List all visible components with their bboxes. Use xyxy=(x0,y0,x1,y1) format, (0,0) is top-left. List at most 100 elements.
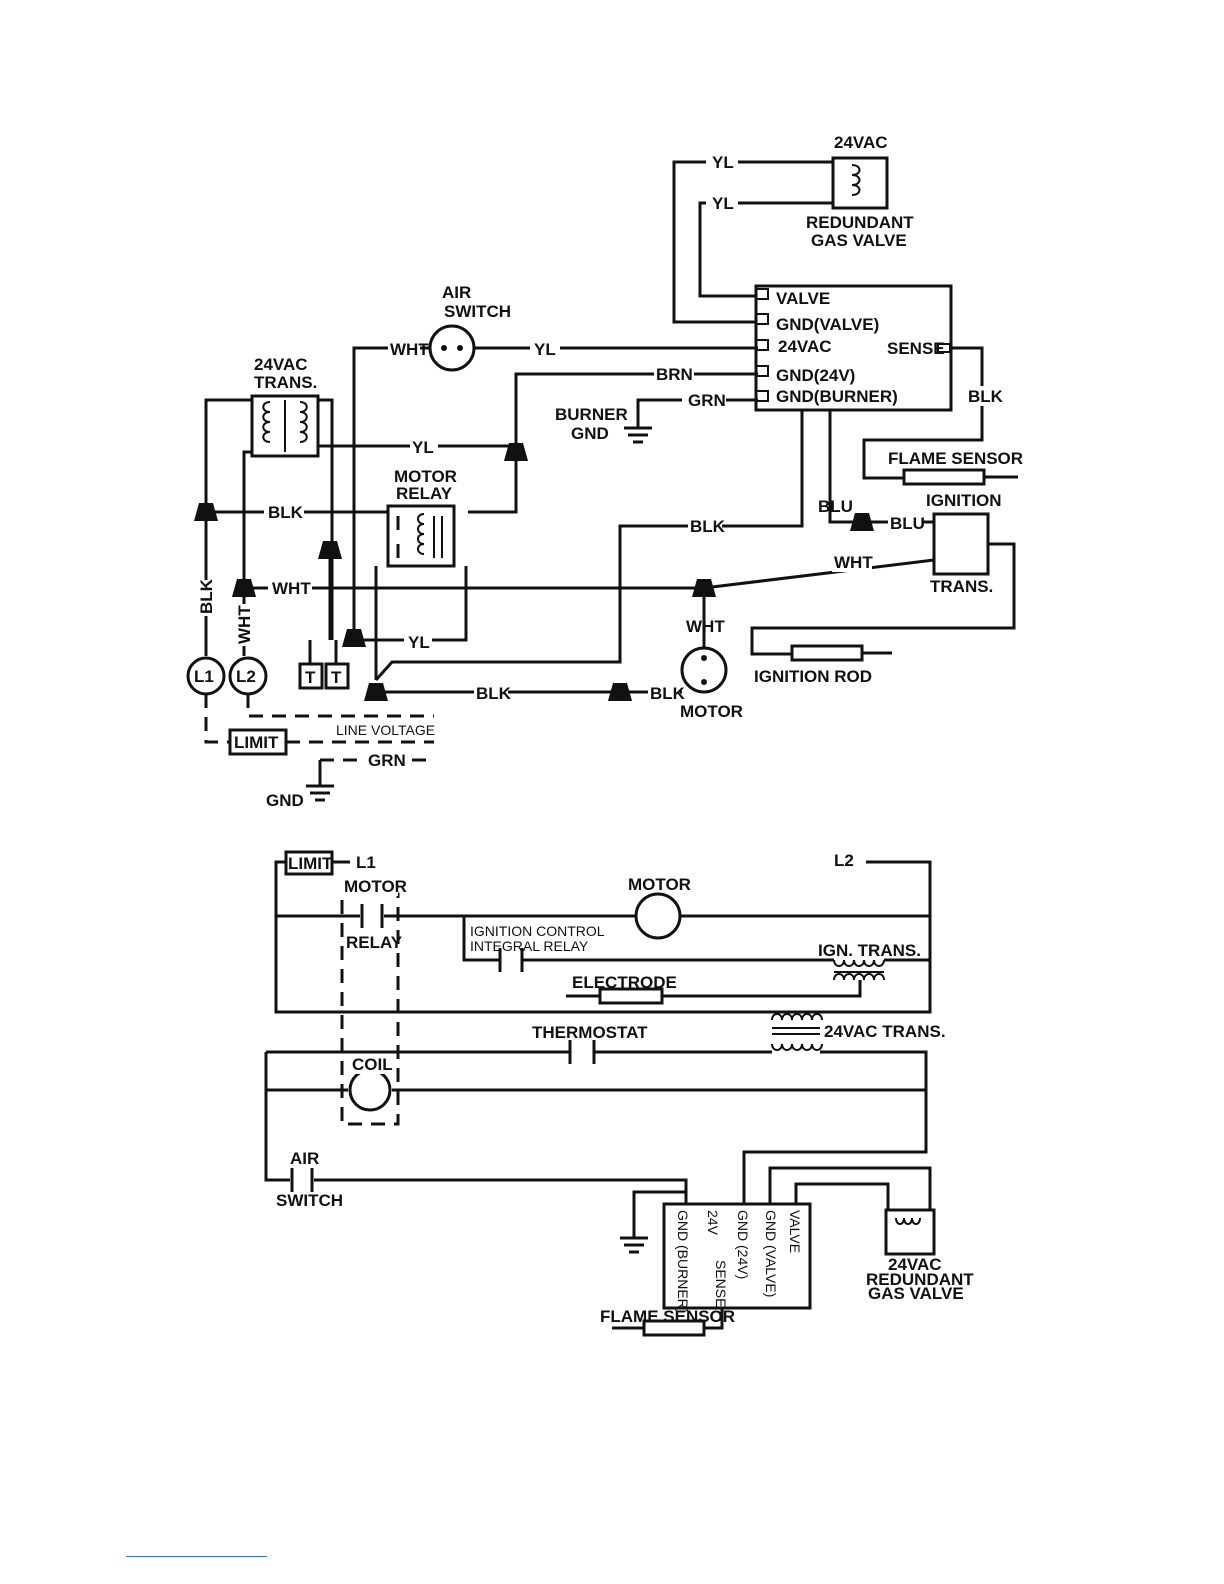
ladder-gas-24vac-label: 24VAC xyxy=(888,1255,942,1274)
ladder-gas-valve-label: GAS VALVE xyxy=(868,1284,964,1303)
flame-sensor: FLAME SENSOR xyxy=(888,449,1023,486)
sense-terminal-label: SENSE xyxy=(887,339,945,358)
switch-label: SWITCH xyxy=(444,302,511,321)
blk-left-label: BLK xyxy=(268,503,304,522)
wht-motor-label: WHT xyxy=(686,617,725,636)
terminal-24vac: 24VAC xyxy=(778,337,832,356)
valve-24vac-label: 24VAC xyxy=(834,133,888,152)
ladder-motor xyxy=(634,892,682,940)
ladder-terminal-24v: 24V xyxy=(705,1210,721,1236)
ladder-limit-label: LIMIT xyxy=(288,854,333,873)
grn-burner-label: GRN xyxy=(688,391,726,410)
blk-motor-label-a: BLK xyxy=(476,684,512,703)
ladder-diagram: LIMIT L1 L2 MOTOR MOTOR RELAY IGNITION C… xyxy=(264,850,974,1337)
blk-sense-wire xyxy=(862,346,984,480)
wire-nut-icon xyxy=(850,513,874,531)
terminal-valve: VALVE xyxy=(776,289,830,308)
ladder-air-label: AIR xyxy=(290,1149,319,1168)
wiring-diagram: 24VAC REDUNDANT GAS VALVE YL YL VALVE GN… xyxy=(186,133,1023,810)
ladder-terminal-gnd-valve: GND (VALVE) xyxy=(763,1210,779,1297)
gnd-label: GND xyxy=(266,791,304,810)
limit-switch: LIMIT xyxy=(228,728,288,756)
redundant-gas-valve: 24VAC REDUNDANT GAS VALVE xyxy=(806,133,914,250)
ladder-terminal-gnd-burner: GND (BURNER) xyxy=(675,1210,691,1313)
ladder-motor-relay-label: MOTOR xyxy=(344,877,407,896)
terminal-gnd-24v: GND(24V) xyxy=(776,366,855,385)
ladder-motor-label: MOTOR xyxy=(628,875,691,894)
thermostat-terminals: T T xyxy=(298,640,350,690)
ground-icon xyxy=(620,1236,648,1254)
yl-tt-label: YL xyxy=(408,633,430,652)
ladder-ign-trans-label: IGN. TRANS. xyxy=(818,941,921,960)
burner-label: BURNER xyxy=(555,405,628,424)
switch-contact-icon xyxy=(360,904,384,928)
ladder-terminal-valve: VALVE xyxy=(787,1210,803,1253)
t-terminal-2: T xyxy=(331,668,342,687)
motor-relay-motor-label: MOTOR xyxy=(394,467,457,486)
blk-motor-label-b: BLK xyxy=(650,684,686,703)
electrode-label: ELECTRODE xyxy=(572,973,677,992)
yl-trans-label: YL xyxy=(412,438,434,457)
l2-label: L2 xyxy=(236,667,256,686)
ladder-redundant-gas-valve: 24VAC REDUNDANT GAS VALVE xyxy=(866,1208,974,1303)
wht-horizontal-wire xyxy=(244,558,935,590)
ignition-rod-label: IGNITION ROD xyxy=(754,667,872,686)
blk-l1-wire xyxy=(204,398,252,656)
integral-relay-label: INTEGRAL RELAY xyxy=(470,938,589,954)
trans-label: TRANS. xyxy=(254,373,317,392)
ladder-terminal-gnd-24v: GND (24V) xyxy=(735,1210,751,1279)
air-switch: AIR SWITCH xyxy=(428,283,511,372)
ladder-flame-sensor: FLAME SENSOR xyxy=(600,1307,735,1337)
limit-label: LIMIT xyxy=(234,733,279,752)
ignition-control-module: VALVE GND(VALVE) 24VAC GND(24V) GND(BURN… xyxy=(754,284,953,412)
ign-trans-label: TRANS. xyxy=(930,577,993,596)
motor-label: MOTOR xyxy=(680,702,743,721)
thermostat-label: THERMOSTAT xyxy=(532,1023,648,1042)
wht-ign-label: WHT xyxy=(834,553,873,572)
ladder-l1-label: L1 xyxy=(356,853,376,872)
switch-contact-icon xyxy=(568,1040,596,1064)
gas-valve-label: GAS VALVE xyxy=(811,231,907,250)
transformer-coil-icon xyxy=(833,959,885,981)
relay-coil xyxy=(348,1068,392,1112)
ignition-rod: IGNITION ROD xyxy=(754,644,892,686)
redundant-label: REDUNDANT xyxy=(806,213,914,232)
electrode: ELECTRODE xyxy=(566,973,677,1005)
motor-relay-relay-label: RELAY xyxy=(396,484,453,503)
flame-sensor-label: FLAME SENSOR xyxy=(888,449,1023,468)
yl-label-a: YL xyxy=(712,153,734,172)
ladder-flame-sensor-label: FLAME SENSOR xyxy=(600,1307,735,1326)
terminal-gnd-burner: GND(BURNER) xyxy=(776,387,898,406)
ladder-24vac-trans-label: 24VAC TRANS. xyxy=(824,1022,946,1041)
blu-label-a: BLU xyxy=(818,497,853,516)
wht-vertical-label: WHT xyxy=(235,605,254,644)
yl-wire-gnd-valve xyxy=(672,160,833,324)
ladder-switch-label: SWITCH xyxy=(276,1191,343,1210)
blk-sense-label: BLK xyxy=(968,387,1004,406)
ladder-l2-label: L2 xyxy=(834,851,854,870)
ladder-limit: LIMIT xyxy=(284,850,334,876)
ladder-control-module: GND (BURNER) 24V GND (24V) GND (VALVE) V… xyxy=(662,1202,812,1313)
yl-label-b: YL xyxy=(712,194,734,213)
coil-label: COIL xyxy=(352,1055,393,1074)
blk-vertical-label: BLK xyxy=(197,578,216,614)
air-label: AIR xyxy=(442,283,471,302)
burner-gnd-label: GND xyxy=(571,424,609,443)
trans-24vac-label: 24VAC xyxy=(254,355,308,374)
brn-label: BRN xyxy=(656,365,693,384)
yl-wire-valve xyxy=(698,201,833,298)
switch-contact-icon xyxy=(498,948,524,972)
ignition-control-label: IGNITION CONTROL xyxy=(470,923,605,939)
trans-to-t-wire xyxy=(318,398,334,640)
motor-relay: MOTOR RELAY xyxy=(386,467,457,568)
blu-label-b: BLU xyxy=(890,514,925,533)
wht-left-label: WHT xyxy=(272,579,311,598)
transformer-coil-icon xyxy=(771,1013,823,1051)
l1-label: L1 xyxy=(194,667,214,686)
line-voltage-label: LINE VOLTAGE xyxy=(336,722,435,738)
ladder-relay-label: RELAY xyxy=(346,933,403,952)
terminal-gnd-valve: GND(VALVE) xyxy=(776,315,879,334)
ignition-label: IGNITION xyxy=(926,491,1002,510)
blk-ctrl-wire xyxy=(374,410,804,681)
